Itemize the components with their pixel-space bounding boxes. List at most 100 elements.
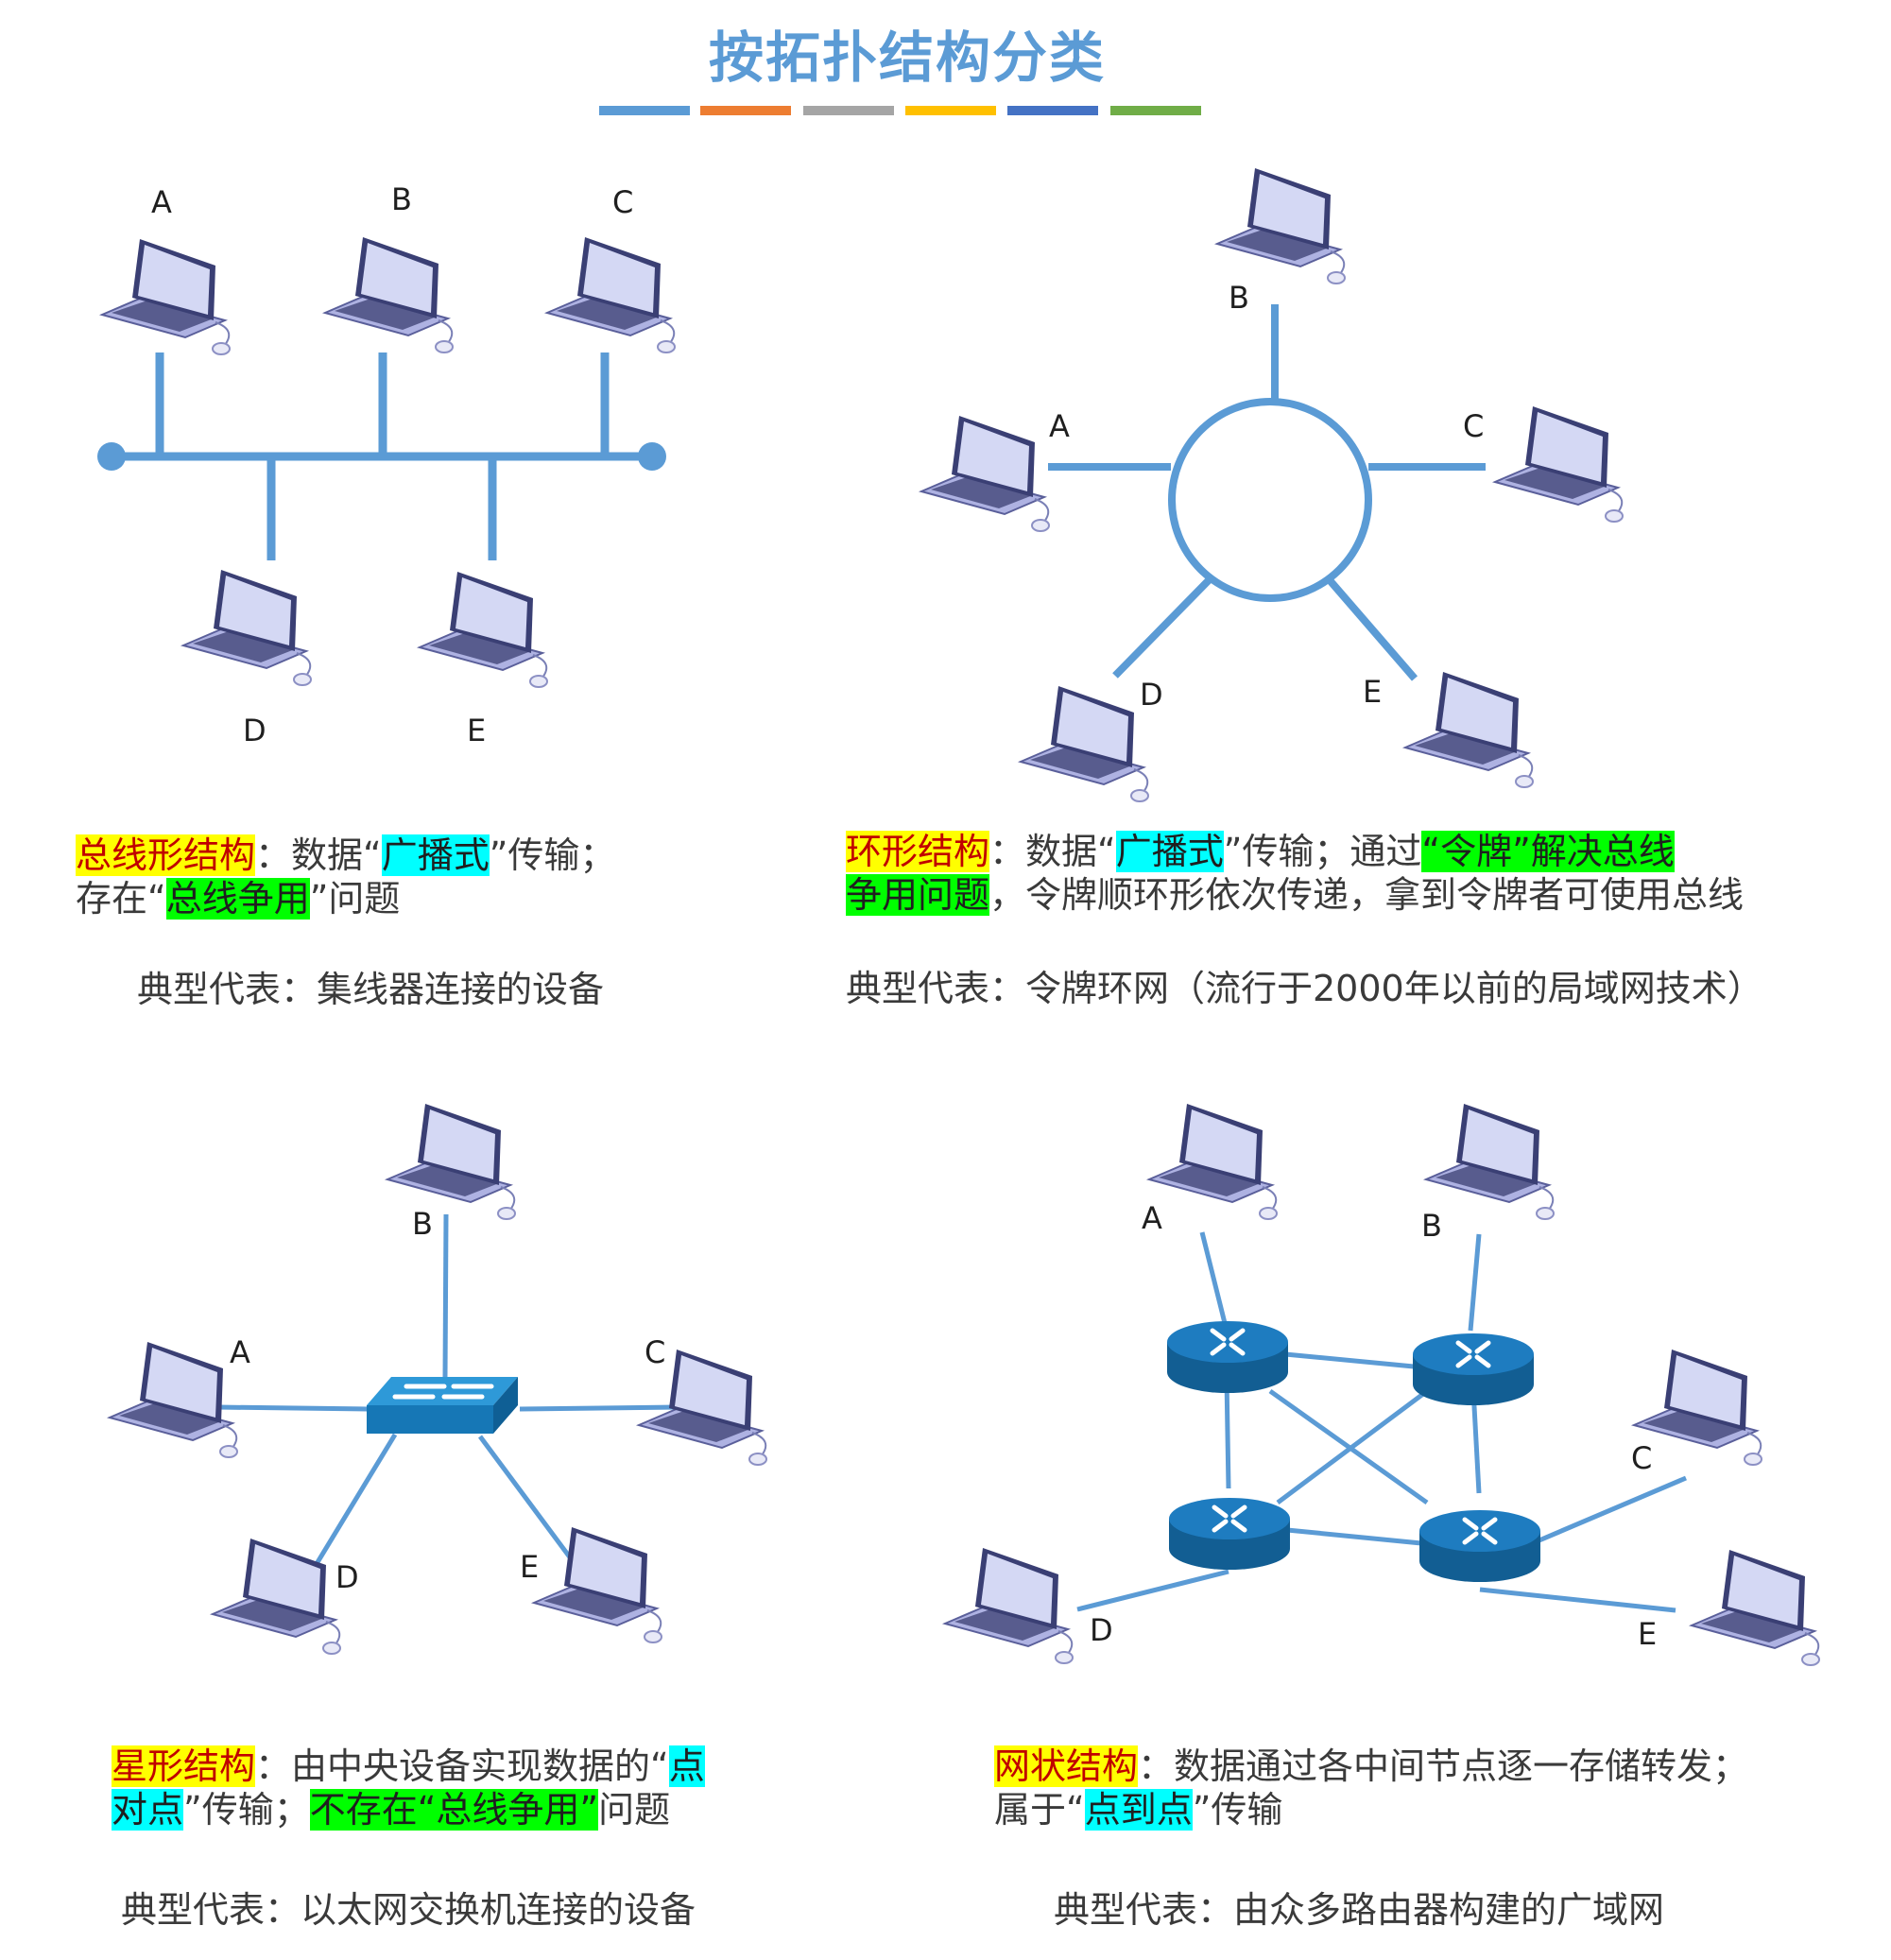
mesh-router-2: [1413, 1333, 1534, 1405]
title-bar-3: [803, 106, 894, 115]
bus-structure-name: 总线形结构: [76, 834, 256, 876]
mesh-links: [1076, 1231, 1687, 1613]
bus-label-d: D: [243, 713, 266, 748]
bus-label-a: A: [151, 184, 172, 220]
star-desc-text: ”传输；: [183, 1789, 310, 1831]
ring-laptop-e: [1404, 671, 1534, 788]
highlight-broadcast: 广播式: [1115, 831, 1224, 872]
highlight-point-to-point: 点到点: [1084, 1789, 1193, 1831]
bus-laptop-b: [324, 236, 454, 353]
title-bar-5: [1007, 106, 1098, 115]
bus-label-c: C: [612, 184, 633, 220]
star-label-e: E: [520, 1549, 539, 1585]
ring-desc-line-1: 环形结构：数据“广播式”传输；通过“令牌”解决总线: [846, 830, 1744, 873]
mesh-desc-line-1: 网状结构：数据通过各中间节点逐一存储转发；: [994, 1745, 1748, 1788]
mesh-label-d: D: [1090, 1612, 1113, 1648]
title-bar-1: [599, 106, 690, 115]
star-switch: [367, 1377, 518, 1434]
mesh-label-a: A: [1142, 1200, 1162, 1236]
highlight-point: 点: [668, 1745, 705, 1787]
ring-desc-text: ”传输；通过: [1223, 831, 1422, 872]
ring-links: [1048, 304, 1486, 681]
mesh-desc-text: ”传输: [1192, 1789, 1283, 1831]
highlight-to-point: 对点: [112, 1789, 184, 1831]
star-laptop-e: [533, 1526, 662, 1643]
bus-typical: 典型代表：集线器连接的设备: [137, 969, 605, 1010]
bus-label-b: B: [391, 181, 412, 217]
bus-desc-text: 存在“: [76, 878, 166, 920]
mesh-label-e: E: [1638, 1616, 1657, 1652]
title-bar-6: [1110, 106, 1201, 115]
ring-label-a: A: [1049, 408, 1070, 444]
ring-laptop-b: [1216, 167, 1346, 284]
highlight-no-contention: 不存在“总线争用”: [309, 1789, 599, 1831]
bus-desc-line-2: 存在“总线争用”问题: [76, 877, 615, 920]
mesh-label-c: C: [1631, 1440, 1652, 1476]
mesh-structure-name: 网状结构: [994, 1745, 1139, 1787]
mesh-topology: A B C D E: [944, 1103, 1820, 1666]
ring-typical: 典型代表：令牌环网（流行于2000年以前的局域网技术）: [846, 968, 1763, 1009]
ring-label-c: C: [1463, 408, 1484, 444]
mesh-router-3: [1169, 1498, 1290, 1570]
highlight-contention-problem: 争用问题: [846, 874, 990, 916]
mesh-laptop-e: [1691, 1549, 1820, 1666]
star-desc-text: 问题: [598, 1789, 671, 1831]
star-label-b: B: [412, 1206, 433, 1242]
mesh-router-4: [1419, 1510, 1540, 1582]
mesh-laptop-b: [1425, 1103, 1555, 1220]
bus-topology: A B C D E: [97, 181, 676, 748]
ring-label-b: B: [1229, 280, 1249, 316]
star-desc-text: ：由中央设备实现数据的“: [255, 1745, 669, 1787]
bus-terminator-right: [638, 442, 666, 471]
ring-desc-line-2: 争用问题，令牌顺环形依次传递，拿到令牌者可使用总线: [846, 873, 1744, 917]
bus-laptop-a: [101, 238, 231, 355]
ring-topology: B A C D E: [920, 167, 1624, 802]
mesh-laptop-d: [944, 1547, 1074, 1664]
page-title: 按拓扑结构分类: [708, 26, 1106, 90]
star-desc-line-1: 星形结构：由中央设备实现数据的“点: [112, 1745, 705, 1788]
mesh-laptop-c: [1633, 1349, 1762, 1466]
highlight-token: “令牌”解决总线: [1421, 831, 1675, 872]
ring-label-e: E: [1363, 674, 1382, 710]
star-description: 星形结构：由中央设备实现数据的“点 对点”传输；不存在“总线争用”问题: [112, 1745, 705, 1831]
title-bar-4: [905, 106, 996, 115]
ring-description: 环形结构：数据“广播式”传输；通过“令牌”解决总线 争用问题，令牌顺环形依次传递…: [846, 830, 1744, 917]
mesh-desc-text: ：数据通过各中间节点逐一存储转发；: [1138, 1745, 1749, 1787]
bus-desc-text: ”问题: [309, 878, 401, 920]
mesh-desc-text: 属于“: [994, 1789, 1085, 1831]
ring-desc-text: ：数据“: [989, 831, 1116, 872]
title-bar-2: [700, 106, 791, 115]
star-typical: 典型代表：以太网交换机连接的设备: [121, 1889, 696, 1931]
star-structure-name: 星形结构: [112, 1745, 256, 1787]
ring-label-d: D: [1140, 677, 1163, 713]
mesh-description: 网状结构：数据通过各中间节点逐一存储转发； 属于“点到点”传输: [994, 1745, 1748, 1831]
star-label-a: A: [230, 1334, 250, 1370]
mesh-typical: 典型代表：由众多路由器构建的广域网: [1054, 1889, 1665, 1931]
bus-laptop-e: [419, 571, 548, 688]
bus-laptop-d: [182, 569, 312, 686]
ring-structure-name: 环形结构: [846, 831, 990, 872]
ring-laptop-c: [1494, 405, 1624, 523]
ring-desc-text: ，令牌顺环形依次传递，拿到令牌者可使用总线: [989, 874, 1745, 916]
star-label-d: D: [335, 1559, 359, 1595]
bus-desc-text: ：数据“: [255, 834, 382, 876]
bus-desc-line-1: 总线形结构：数据“广播式”传输；: [76, 834, 615, 877]
mesh-desc-line-2: 属于“点到点”传输: [994, 1788, 1748, 1831]
highlight-bus-contention: 总线争用: [165, 878, 310, 920]
mesh-laptop-a: [1148, 1103, 1278, 1220]
bus-laptop-c: [546, 236, 676, 353]
star-links: [216, 1213, 679, 1578]
bus-description: 总线形结构：数据“广播式”传输； 存在“总线争用”问题: [76, 834, 615, 920]
ring-laptop-a: [920, 415, 1050, 532]
star-laptop-a: [109, 1341, 238, 1458]
bus-terminator-left: [97, 442, 126, 471]
star-label-c: C: [645, 1334, 665, 1370]
mesh-label-b: B: [1421, 1208, 1442, 1244]
highlight-broadcast: 广播式: [381, 834, 490, 876]
bus-links: [112, 352, 652, 560]
star-desc-line-2: 对点”传输；不存在“总线争用”问题: [112, 1788, 705, 1831]
bus-label-e: E: [467, 713, 486, 748]
bus-desc-text: ”传输；: [489, 834, 616, 876]
star-topology: B A C D E: [109, 1103, 767, 1655]
